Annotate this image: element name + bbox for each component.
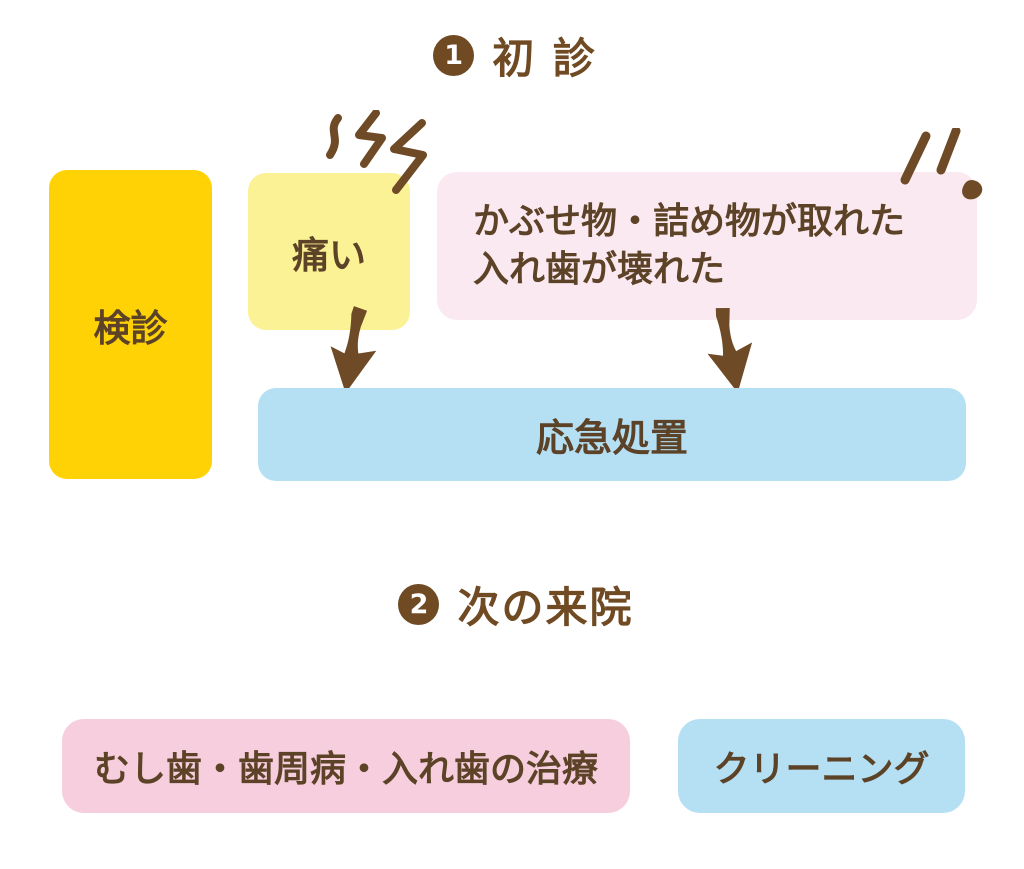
treatment-label: むし歯・歯周病・入れ歯の治療 [93, 749, 598, 790]
treatment-box: むし歯・歯周病・入れ歯の治療 [62, 719, 630, 813]
panel-tail-right [762, 512, 874, 551]
step2-number-badge: 2 [398, 584, 440, 625]
emergency-treatment-bar: 応急処置 [258, 388, 966, 481]
step1-number-badge: 1 [433, 35, 475, 76]
cleaning-label: クリーニング [713, 749, 930, 790]
down-arrow-doodle-icon [308, 297, 395, 402]
pain-squiggle-icon [322, 110, 432, 215]
down-arrow-doodle-icon [685, 297, 772, 402]
panel-tail-left [85, 512, 197, 551]
broken-line1: かぶせ物・詰め物が取れた [473, 201, 906, 242]
step1-header: 1 初 診 [328, 8, 702, 103]
step2-panel: むし歯・歯周病・入れ歯の治療 クリーニング [0, 648, 1022, 869]
step1-title: 初 診 [492, 34, 597, 83]
pain-box: 痛い [248, 173, 410, 330]
step2-title: 次の来院 [457, 583, 634, 632]
broken-restoration-box: かぶせ物・詰め物が取れた 入れ歯が壊れた [437, 172, 977, 320]
pain-label: 痛い [292, 233, 366, 277]
checkup-label: 検診 [93, 306, 168, 350]
step2-header: 2 次の来院 [332, 557, 700, 652]
emergency-label: 応急処置 [535, 416, 688, 460]
step1-panel: 検診 痛い かぶせ物・詰め物が取れた 入れ歯が壊れた [0, 95, 1022, 513]
broken-line2: 入れ歯が壊れた [473, 249, 726, 290]
emphasis-marks-icon [896, 128, 984, 210]
cleaning-box: クリーニング [678, 719, 965, 813]
checkup-box: 検診 [49, 170, 212, 479]
